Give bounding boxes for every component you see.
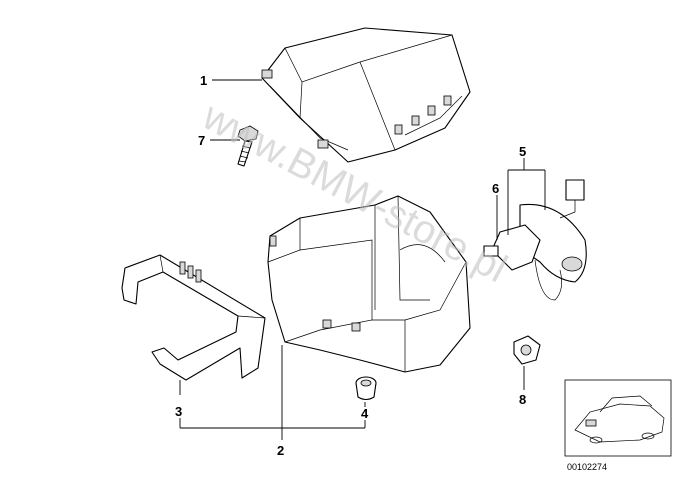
part-clip[interactable]	[513, 335, 541, 365]
callout-4: 4	[361, 406, 369, 421]
part-grommet[interactable]	[355, 376, 377, 401]
callout-8: 8	[519, 392, 526, 407]
callout-1: 1	[200, 73, 207, 88]
callout-6: 6	[492, 181, 499, 196]
part-housing[interactable]	[267, 195, 471, 373]
part-cover[interactable]	[261, 27, 471, 163]
callout-5: 5	[519, 144, 526, 159]
vehicle-thumbnail	[564, 379, 672, 457]
leader-lines	[179, 79, 546, 440]
callout-3: 3	[175, 404, 182, 419]
callout-2: 2	[277, 443, 284, 458]
part-bracket[interactable]	[121, 254, 266, 381]
part-module[interactable]	[483, 179, 587, 301]
part-screw[interactable]	[237, 125, 259, 167]
callout-7: 7	[198, 133, 205, 148]
reference-code: 00102274	[567, 462, 607, 472]
